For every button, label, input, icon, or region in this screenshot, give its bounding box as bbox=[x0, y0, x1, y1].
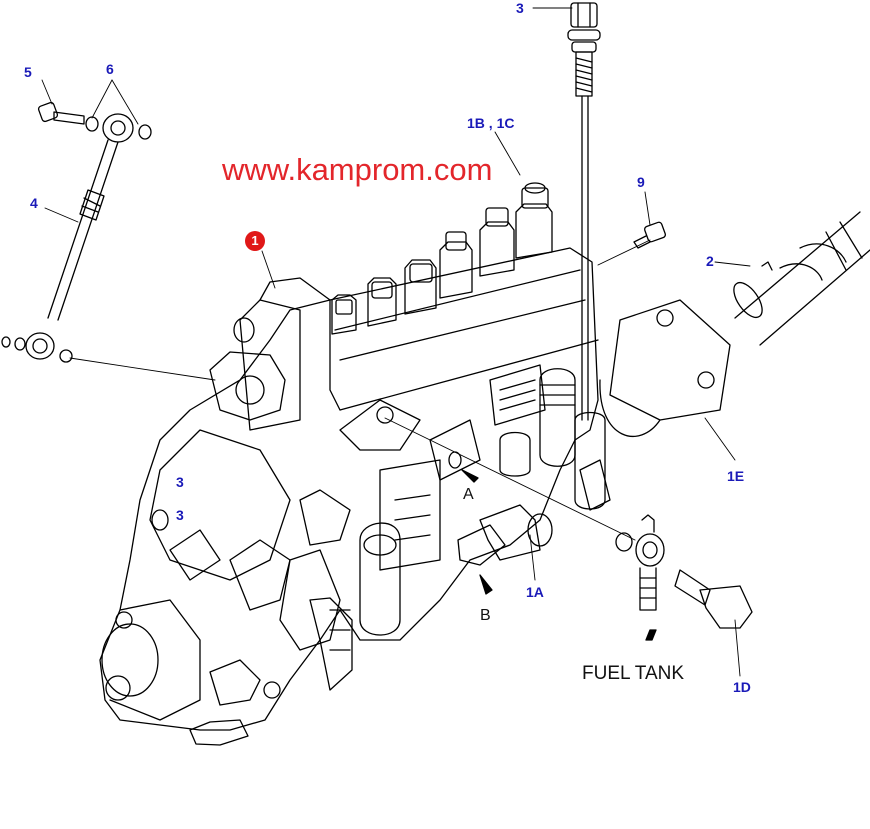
leader-lines bbox=[41, 7, 751, 677]
inlet-1A bbox=[457, 504, 553, 566]
callout-6: 6 bbox=[106, 61, 114, 77]
callout-5: 5 bbox=[24, 64, 32, 80]
callout-9: 9 bbox=[637, 174, 645, 190]
position-marker: 1 bbox=[245, 231, 265, 251]
view-arrows bbox=[461, 469, 493, 595]
bolt-3-top bbox=[567, 2, 601, 421]
callout-1e: 1E bbox=[727, 468, 745, 484]
bolt-9 bbox=[633, 221, 666, 249]
callout-2: 2 bbox=[706, 253, 714, 269]
delivery-valves bbox=[331, 182, 553, 335]
callout-1d: 1D bbox=[733, 679, 751, 695]
callout-4: 4 bbox=[30, 195, 38, 211]
rod-assembly-4 bbox=[1, 101, 152, 363]
callout-3-b: 3 bbox=[176, 507, 184, 523]
callout-1b-1c: 1B , 1C bbox=[467, 115, 515, 131]
coupling-1E bbox=[599, 211, 870, 437]
callout-1a: 1A bbox=[526, 584, 544, 600]
view-label-b: B bbox=[480, 607, 491, 624]
callout-3-a: 3 bbox=[176, 474, 184, 490]
callout-3-top: 3 bbox=[516, 0, 524, 16]
view-label-a: A bbox=[463, 486, 474, 503]
injection-pump-body bbox=[99, 247, 611, 746]
watermark-text: www.kamprom.com bbox=[222, 152, 493, 187]
fitting-1D bbox=[615, 514, 753, 641]
fuel-tank-label: FUEL TANK bbox=[582, 663, 685, 684]
